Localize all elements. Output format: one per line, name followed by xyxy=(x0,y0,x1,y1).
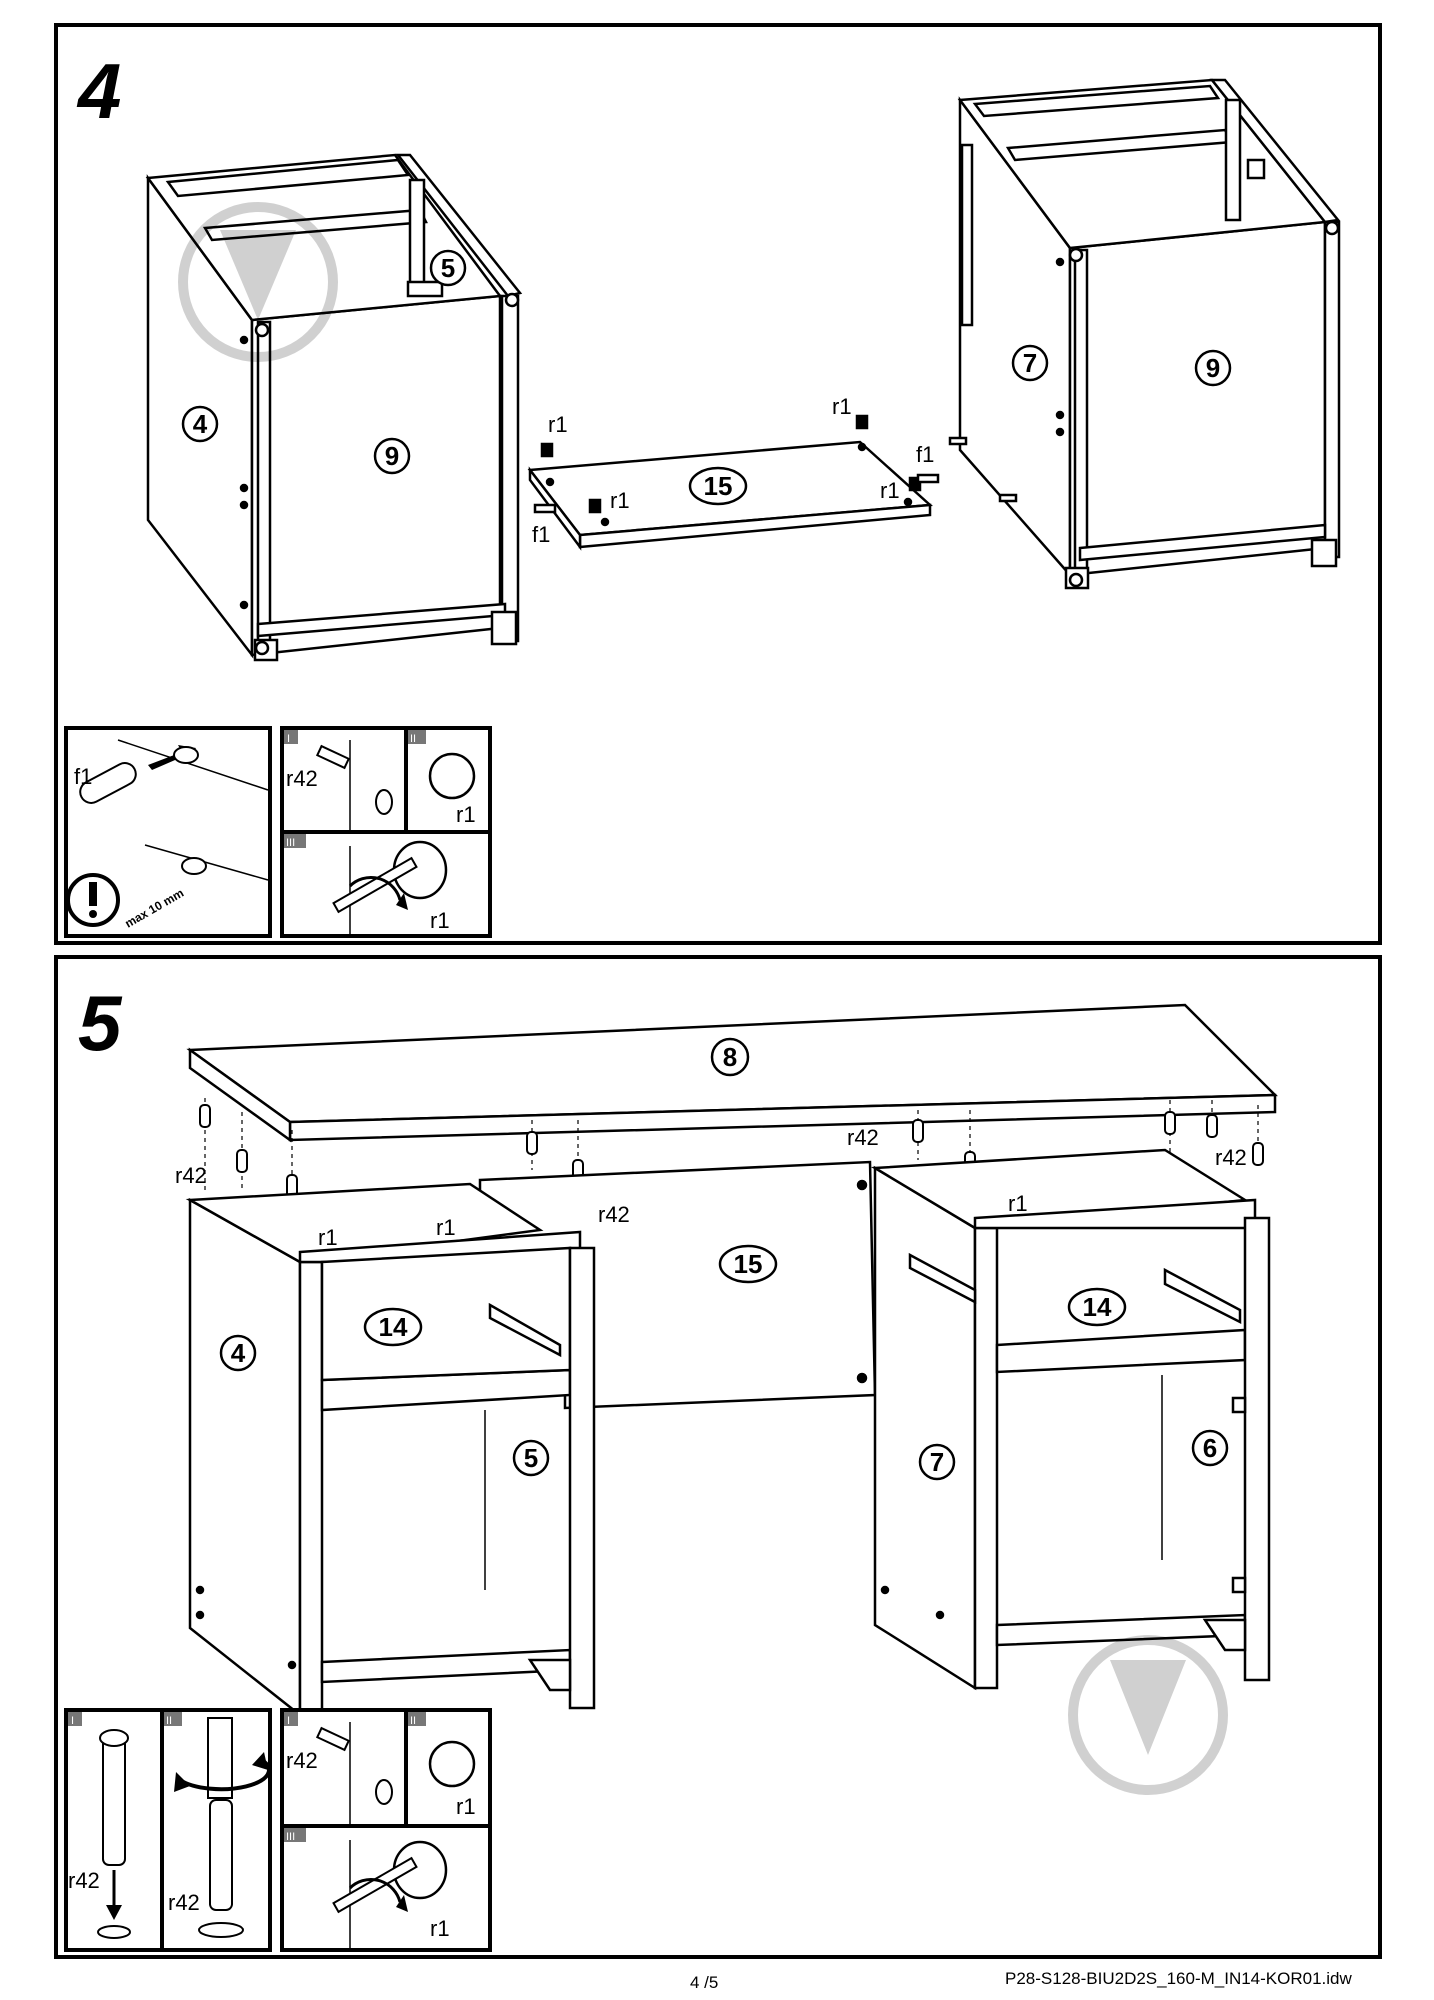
part-6-label: 6 xyxy=(1203,1433,1217,1463)
part-4-label: 4 xyxy=(193,409,208,439)
roman-ii: II xyxy=(410,733,416,745)
detail-r42-r1-5: I II III r42 r1 r1 xyxy=(280,1708,492,1952)
r1-label: r1 xyxy=(610,488,630,513)
part-4-label: 4 xyxy=(231,1338,246,1368)
part-15-label: 15 xyxy=(734,1249,763,1279)
r42-label: r42 xyxy=(847,1125,879,1150)
roman-ii: II xyxy=(166,1715,172,1727)
roman-i: I xyxy=(71,1715,74,1727)
f1-label: f1 xyxy=(916,442,934,467)
step-5-number: 5 xyxy=(78,979,123,1067)
roman-ii: II xyxy=(410,1715,416,1727)
roman-i: I xyxy=(287,733,290,745)
left-cabinet-5 xyxy=(185,1182,596,1719)
r1-label: r1 xyxy=(1008,1191,1028,1216)
part-15-label-group: 15 xyxy=(688,466,748,506)
hardware-labels-5: r42 r42 r42 r42 r1 r1 r1 xyxy=(175,1125,1247,1250)
hardware-labels-4: r1 r1 r1 r1 f1 f1 xyxy=(532,394,934,547)
step-5-panel: 5 8 xyxy=(54,955,1382,1959)
part-labels-left: 4 5 9 xyxy=(181,249,467,475)
r1-detail-label: r1 xyxy=(456,802,476,827)
r42-detail-label: r42 xyxy=(286,1748,318,1773)
part-labels-left-5: 4 14 5 xyxy=(219,1307,550,1477)
part-5-label: 5 xyxy=(524,1443,538,1473)
roman-iii: III xyxy=(286,1831,295,1843)
r1-detail-label: r1 xyxy=(456,1794,476,1819)
watermark-logo xyxy=(178,202,338,362)
r42-detail-label: r42 xyxy=(168,1890,200,1915)
part-9-label: 9 xyxy=(1206,353,1220,383)
r42-label: r42 xyxy=(175,1163,207,1188)
part-15-label-group-5: 15 xyxy=(718,1244,778,1284)
step-4-number: 4 xyxy=(76,47,121,135)
detail-f1: f1 max 10 mm xyxy=(64,726,272,938)
watermark-logo xyxy=(1068,1635,1228,1795)
step-4-panel: 4 4 xyxy=(54,23,1382,945)
r1-label: r1 xyxy=(832,394,852,419)
part-14-label: 14 xyxy=(379,1312,408,1342)
file-name: P28-S128-BIU2D2S_160-M_IN14-KOR01.idw xyxy=(1005,1969,1353,1988)
part-15-label: 15 xyxy=(704,471,733,501)
page-number: 4 /5 xyxy=(690,1973,718,1992)
part-labels-right: 7 9 xyxy=(1011,344,1232,387)
roman-iii: III xyxy=(286,837,295,849)
right-cabinet-5 xyxy=(870,1148,1271,1691)
right-cabinet xyxy=(948,78,1341,590)
part-7-label: 7 xyxy=(1023,348,1037,378)
part-labels-right-5: 7 14 6 xyxy=(918,1287,1229,1481)
r42-detail-label: r42 xyxy=(68,1868,100,1893)
part-8-label-group: 8 xyxy=(710,1037,750,1077)
f1-label: f1 xyxy=(532,522,550,547)
r42-detail-label: r42 xyxy=(286,766,318,791)
part-5-label: 5 xyxy=(441,253,455,283)
f1-detail-label: f1 xyxy=(74,764,92,789)
r1-label: r1 xyxy=(436,1215,456,1240)
part-9-label: 9 xyxy=(385,441,399,471)
part-8-label: 8 xyxy=(723,1042,737,1072)
roman-i: I xyxy=(287,1715,290,1727)
left-cabinet xyxy=(145,153,523,662)
detail-r42-r1: I II III r42 r1 r1 xyxy=(280,726,492,938)
detail-r42-insert: I II r42 r42 xyxy=(64,1708,272,1952)
r1-detail-label: r1 xyxy=(430,908,450,933)
r1-label: r1 xyxy=(548,412,568,437)
r42-label: r42 xyxy=(598,1202,630,1227)
part-14-label: 14 xyxy=(1083,1292,1112,1322)
r42-label: r42 xyxy=(1215,1145,1247,1170)
part-7-label: 7 xyxy=(930,1447,944,1477)
r1-label: r1 xyxy=(318,1225,338,1250)
r1-label: r1 xyxy=(880,478,900,503)
r1-detail-label: r1 xyxy=(430,1916,450,1941)
